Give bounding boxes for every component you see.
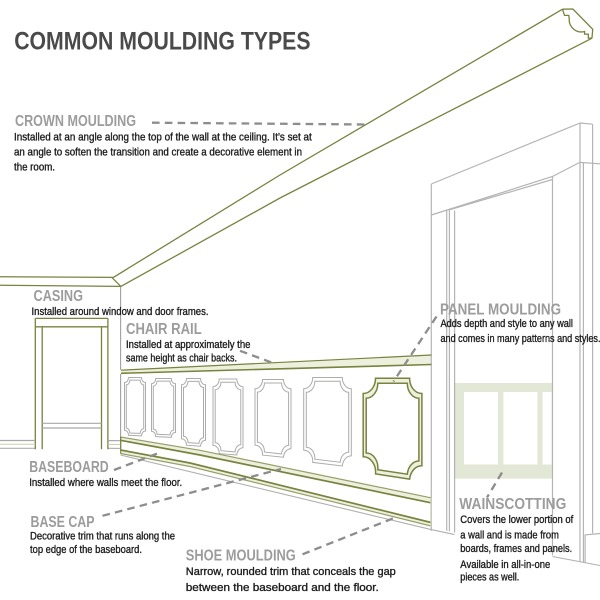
svg-text:CASING: CASING (34, 288, 84, 305)
svg-text:WAINSCOTTING: WAINSCOTTING (459, 496, 566, 513)
svg-text:Installed at approximately the: Installed at approximately the (126, 339, 251, 351)
svg-text:pieces as well.: pieces as well. (460, 572, 519, 584)
svg-text:Adds depth and style to any wa: Adds depth and style to any wall (441, 318, 574, 330)
svg-text:Available in all-in-one: Available in all-in-one (460, 559, 550, 571)
svg-text:BASEBOARD: BASEBOARD (29, 459, 109, 476)
svg-text:between the baseboard and the: between the baseboard and the floor. (186, 582, 379, 594)
svg-text:and comes in many patterns and: and comes in many patterns and styles. (441, 333, 600, 345)
svg-text:Decorative trim that runs alon: Decorative trim that runs along the (30, 530, 175, 542)
svg-text:BASE CAP: BASE CAP (31, 514, 95, 531)
svg-text:boards, frames and panels.: boards, frames and panels. (460, 543, 572, 555)
svg-text:an angle to soften the transit: an angle to soften the transition and cr… (14, 146, 302, 158)
svg-text:Covers the lower portion of: Covers the lower portion of (460, 514, 574, 526)
svg-text:Installed at an angle along th: Installed at an angle along the top of t… (14, 131, 312, 143)
svg-text:CROWN MOULDING: CROWN MOULDING (15, 113, 136, 130)
svg-text:Installed around window and do: Installed around window and door frames. (32, 306, 209, 318)
svg-text:SHOE MOULDING: SHOE MOULDING (186, 547, 296, 564)
svg-text:Narrow, rounded trim that conc: Narrow, rounded trim that conceals the g… (186, 566, 396, 578)
svg-text:the room.: the room. (14, 162, 55, 174)
svg-text:same height as chair backs.: same height as chair backs. (126, 353, 237, 365)
svg-text:CHAIR RAIL: CHAIR RAIL (126, 321, 202, 338)
svg-text:PANEL MOULDING: PANEL MOULDING (440, 301, 561, 318)
svg-text:a wall and is made from: a wall and is made from (460, 530, 559, 542)
svg-text:top edge of the baseboard.: top edge of the baseboard. (30, 544, 142, 556)
svg-text:COMMON MOULDING TYPES: COMMON MOULDING TYPES (14, 28, 310, 56)
svg-text:Installed where walls meet the: Installed where walls meet the floor. (29, 477, 182, 489)
